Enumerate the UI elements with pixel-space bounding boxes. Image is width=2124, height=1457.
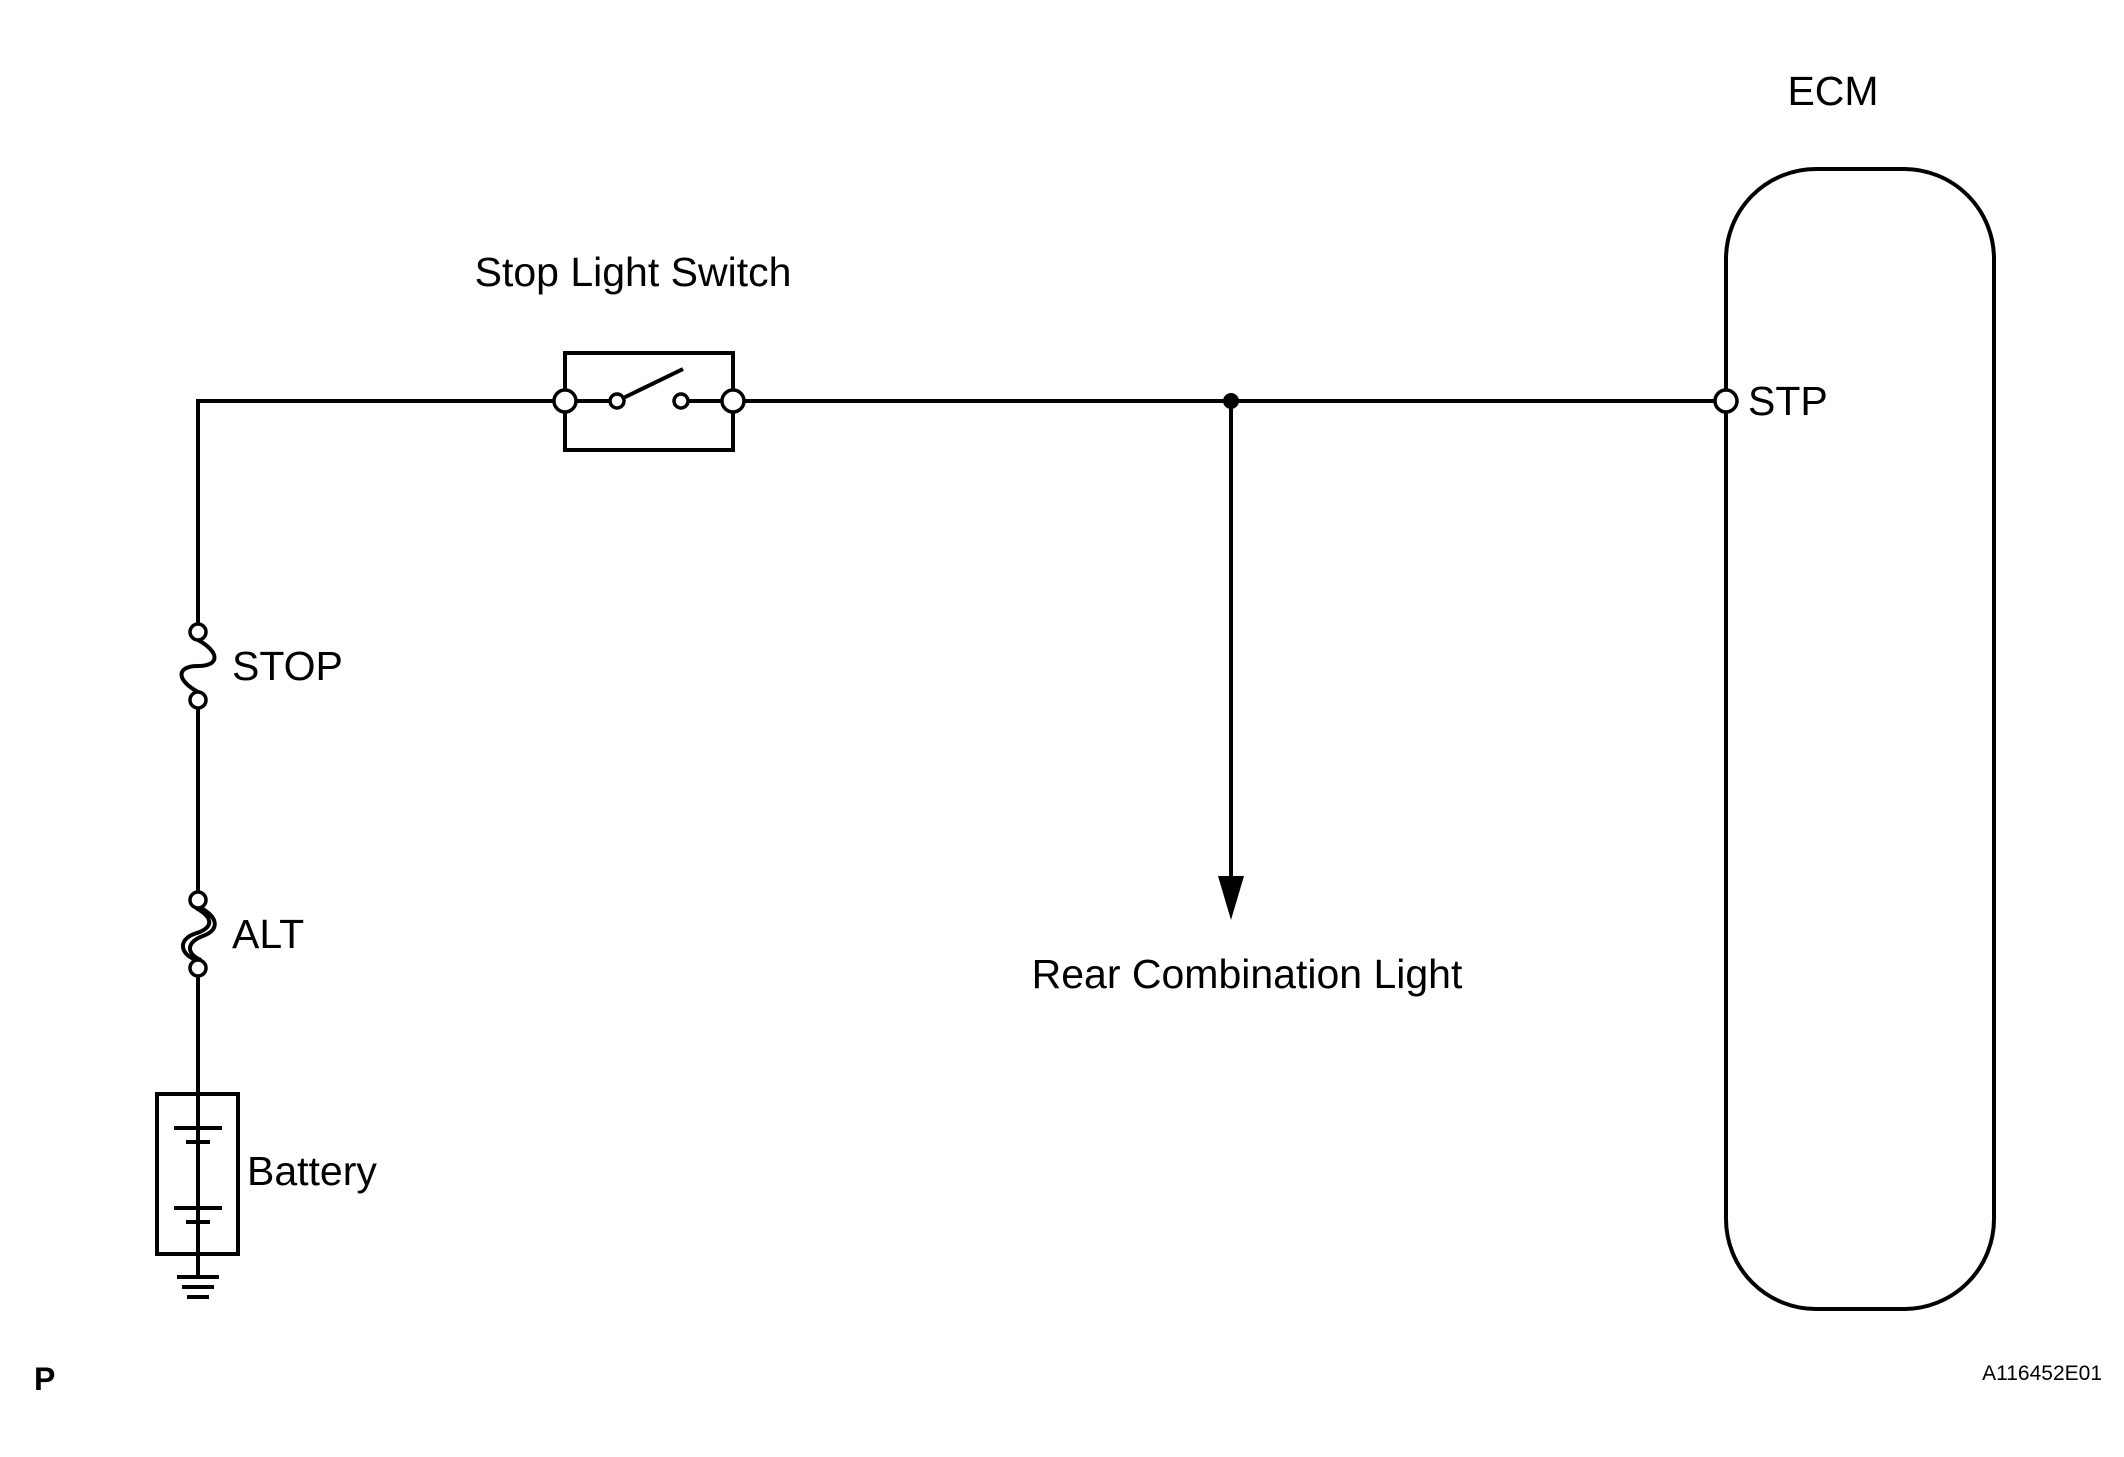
- switch-contact-right: [672, 392, 690, 410]
- ecm-stp-terminal: [1713, 388, 1739, 414]
- stop-fuse-icon: [179, 638, 217, 694]
- stop-fuse-terminal-top: [188, 622, 208, 642]
- switch-terminal-left: [552, 388, 578, 414]
- alt-fuse-icon-second: [188, 906, 217, 962]
- ground-icon: [177, 1275, 219, 1299]
- switch-contact-left: [608, 392, 626, 410]
- corner-mark: P: [34, 1361, 55, 1397]
- figure-code: A116452E01: [1982, 1362, 2102, 1385]
- battery-cell-icon: [174, 1094, 222, 1254]
- battery-label: Battery: [247, 1148, 377, 1194]
- stp-terminal-label: STP: [1748, 378, 1828, 424]
- wire-left-vertical: [196, 399, 565, 1277]
- stop-fuse-terminal-bottom: [188, 690, 208, 710]
- junction-dot: [1223, 393, 1239, 409]
- arrow-rear-light-icon: [1218, 876, 1244, 920]
- ecm-label: ECM: [1787, 68, 1878, 114]
- alt-fuse-label: ALT: [232, 911, 304, 957]
- switch-contact-arm: [616, 367, 684, 403]
- rear-combination-light-label: Rear Combination Light: [1032, 951, 1463, 997]
- stop-light-switch-label: Stop Light Switch: [475, 249, 792, 295]
- alt-fuse-icon: [181, 906, 212, 962]
- ecm-block: [1724, 167, 1996, 1311]
- alt-fuse-terminal-bottom: [188, 958, 208, 978]
- alt-fuse-terminal-top: [188, 890, 208, 910]
- stop-fuse-label: STOP: [232, 643, 343, 689]
- switch-terminal-right: [720, 388, 746, 414]
